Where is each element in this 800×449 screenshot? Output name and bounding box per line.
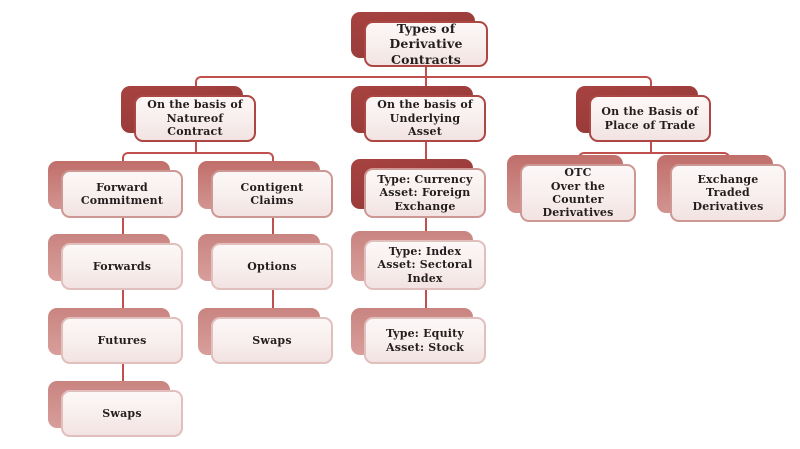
node-label: Exchange Traded Derivatives xyxy=(692,172,764,213)
node-label: Swaps xyxy=(102,406,142,420)
connector-nature-stem xyxy=(195,142,197,154)
node-exchange-traded-derivatives: Exchange Traded Derivatives xyxy=(657,155,786,222)
node-basis-underlying-asset: On the basis of Underlying Asset xyxy=(351,86,486,142)
node-label: On the basis of Natureof Contract xyxy=(147,98,243,139)
connector-futures-swaps xyxy=(122,364,124,391)
connector-place-stem xyxy=(650,142,652,154)
connector-underlying-stem xyxy=(425,142,427,170)
node-label: Types of Derivative Contracts xyxy=(389,21,463,67)
node-futures: Futures xyxy=(48,308,183,364)
node-options: Options xyxy=(198,234,333,290)
node-types-of-derivative-contracts: Types of Derivative Contracts xyxy=(351,12,488,67)
node-basis-nature-of-contract: On the basis of Natureof Contract xyxy=(121,86,256,142)
node-type-currency: Type: Currency Asset: Foreign Exchange xyxy=(351,159,486,218)
node-label: Type: Currency Asset: Foreign Exchange xyxy=(377,172,473,213)
node-label: Forward Commitment xyxy=(80,180,164,207)
node-swaps-contingent: Swaps xyxy=(198,308,333,364)
node-label: Futures xyxy=(97,333,147,347)
node-label: OTC Over the Counter Derivatives xyxy=(542,166,614,220)
node-forwards: Forwards xyxy=(48,234,183,290)
node-label: On the Basis of Place of Trade xyxy=(601,105,699,132)
connector-forwards-futures xyxy=(122,290,124,318)
node-label: Swaps xyxy=(252,333,292,347)
node-label: Type: Index Asset: Sectoral Index xyxy=(377,244,473,285)
connector-forwardcommitment-forwards xyxy=(122,218,124,244)
connector-index-equity xyxy=(425,290,427,318)
node-label: Type: Equity Asset: Stock xyxy=(385,327,465,354)
node-type-index: Type: Index Asset: Sectoral Index xyxy=(351,231,486,290)
connector-options-swaps xyxy=(272,290,274,318)
node-label: Contigent Claims xyxy=(240,180,304,207)
node-type-equity: Type: Equity Asset: Stock xyxy=(351,308,486,364)
node-contigent-claims: Contigent Claims xyxy=(198,161,333,218)
connector-currency-index xyxy=(425,218,427,241)
node-forward-commitment: Forward Commitment xyxy=(48,161,183,218)
node-basis-place-of-trade: On the Basis of Place of Trade xyxy=(576,86,711,142)
connector-contigent-options xyxy=(272,218,274,244)
node-otc-derivatives: OTC Over the Counter Derivatives xyxy=(507,155,636,222)
node-label: On the basis of Underlying Asset xyxy=(377,98,473,139)
node-swaps-forward: Swaps xyxy=(48,381,183,437)
node-label: Forwards xyxy=(92,259,152,273)
node-label: Options xyxy=(247,259,297,273)
